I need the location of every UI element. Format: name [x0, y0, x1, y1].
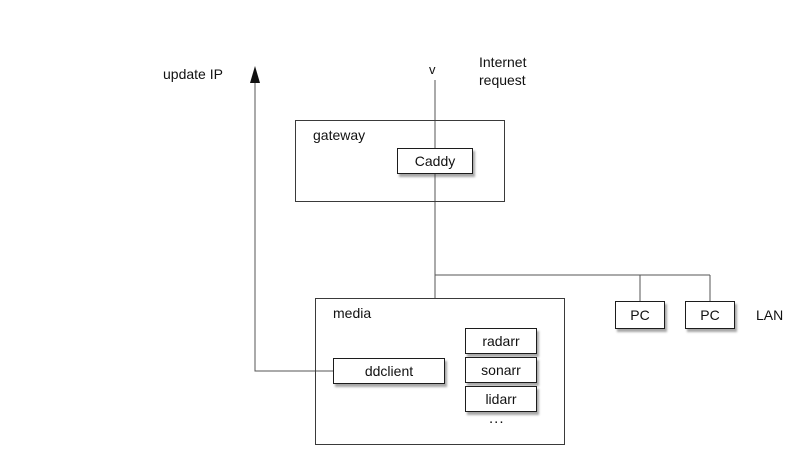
gateway-group: gateway — [295, 120, 505, 202]
radarr-node-label: radarr — [482, 333, 520, 349]
lidarr-node: lidarr — [465, 386, 537, 412]
pc2-node: PC — [685, 301, 735, 329]
more-services-label: ... — [489, 410, 505, 427]
update-ip-line — [254, 82, 333, 372]
caddy-node-label: Caddy — [414, 153, 456, 169]
gateway-label: gateway — [313, 127, 366, 143]
radarr-node: radarr — [465, 328, 537, 354]
caddy-node: Caddy — [397, 148, 473, 174]
internet-request-label: Internet request — [479, 54, 527, 88]
pc1-node-label: PC — [630, 307, 650, 323]
pc1-node: PC — [615, 301, 665, 329]
update-ip-label: update IP — [163, 66, 223, 82]
down-arrowhead-glyph: v — [429, 62, 436, 77]
ddclient-node: ddclient — [333, 358, 445, 384]
lan-label: LAN — [756, 307, 784, 323]
sonarr-node: sonarr — [465, 357, 537, 383]
lidarr-node-label: lidarr — [485, 391, 517, 407]
sonarr-node-label: sonarr — [481, 362, 521, 378]
media-group: media — [315, 298, 565, 445]
media-label: media — [333, 305, 372, 321]
ddclient-node-label: ddclient — [364, 363, 414, 379]
pc2-node-label: PC — [700, 307, 720, 323]
up-arrowhead-icon — [250, 66, 260, 83]
